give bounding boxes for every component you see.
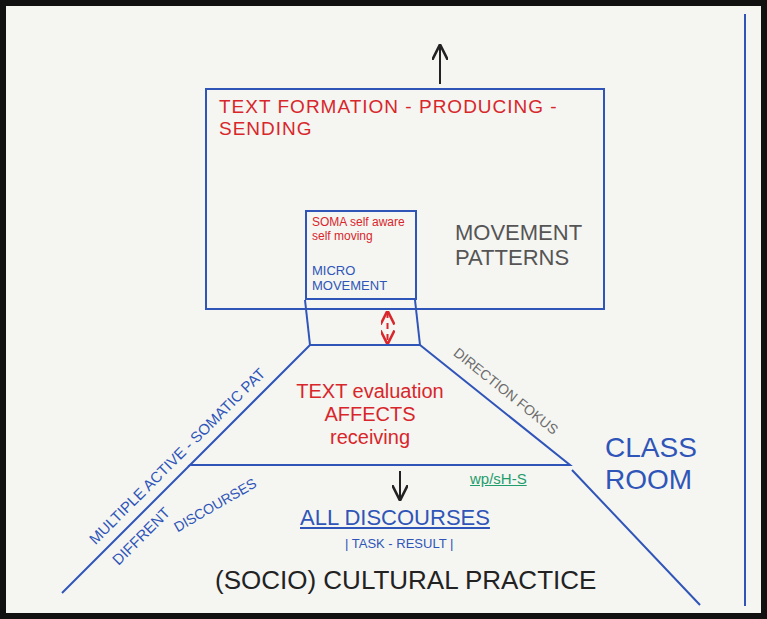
apex-line <box>305 300 310 345</box>
text-holder: TEXT evaluation AFFECTS receiving <box>285 380 455 449</box>
line-label: DIRECTION FOKUS <box>451 344 562 437</box>
board-line <box>744 14 746 606</box>
node-text: SOMA self aware self moving <box>312 216 410 244</box>
footer-label: (SOCIO) CULTURAL PRACTICE <box>215 566 596 596</box>
somatic-line <box>62 465 190 593</box>
triangle-outline <box>190 345 570 465</box>
photo-frame <box>3 3 764 616</box>
soma-box: SOMA self aware self movingMICRO MOVEMEN… <box>305 210 417 300</box>
line-label: DISCOURSES <box>171 475 259 535</box>
place-label: CLASS ROOM <box>605 432 715 496</box>
dashed-connector <box>387 312 389 343</box>
node-text: MICRO MOVEMENT <box>312 264 410 294</box>
heading-label: ALL DISCOURSES <box>300 505 490 530</box>
region-label: MOVEMENT PATTERNS <box>455 220 595 271</box>
region-box: TEXT FORMATION - PRODUCING - SENDING SOMA… <box>205 88 605 310</box>
node-text: TEXT FORMATION - PRODUCING - SENDING <box>219 96 591 140</box>
apex-line <box>415 300 420 345</box>
down-arrow <box>399 471 401 499</box>
note-label: | TASK - RESULT | <box>345 537 453 552</box>
node-text: TEXT evaluation AFFECTS receiving <box>285 380 455 449</box>
up-arrow <box>439 46 441 84</box>
note-label: wp/sH-S <box>470 470 527 487</box>
